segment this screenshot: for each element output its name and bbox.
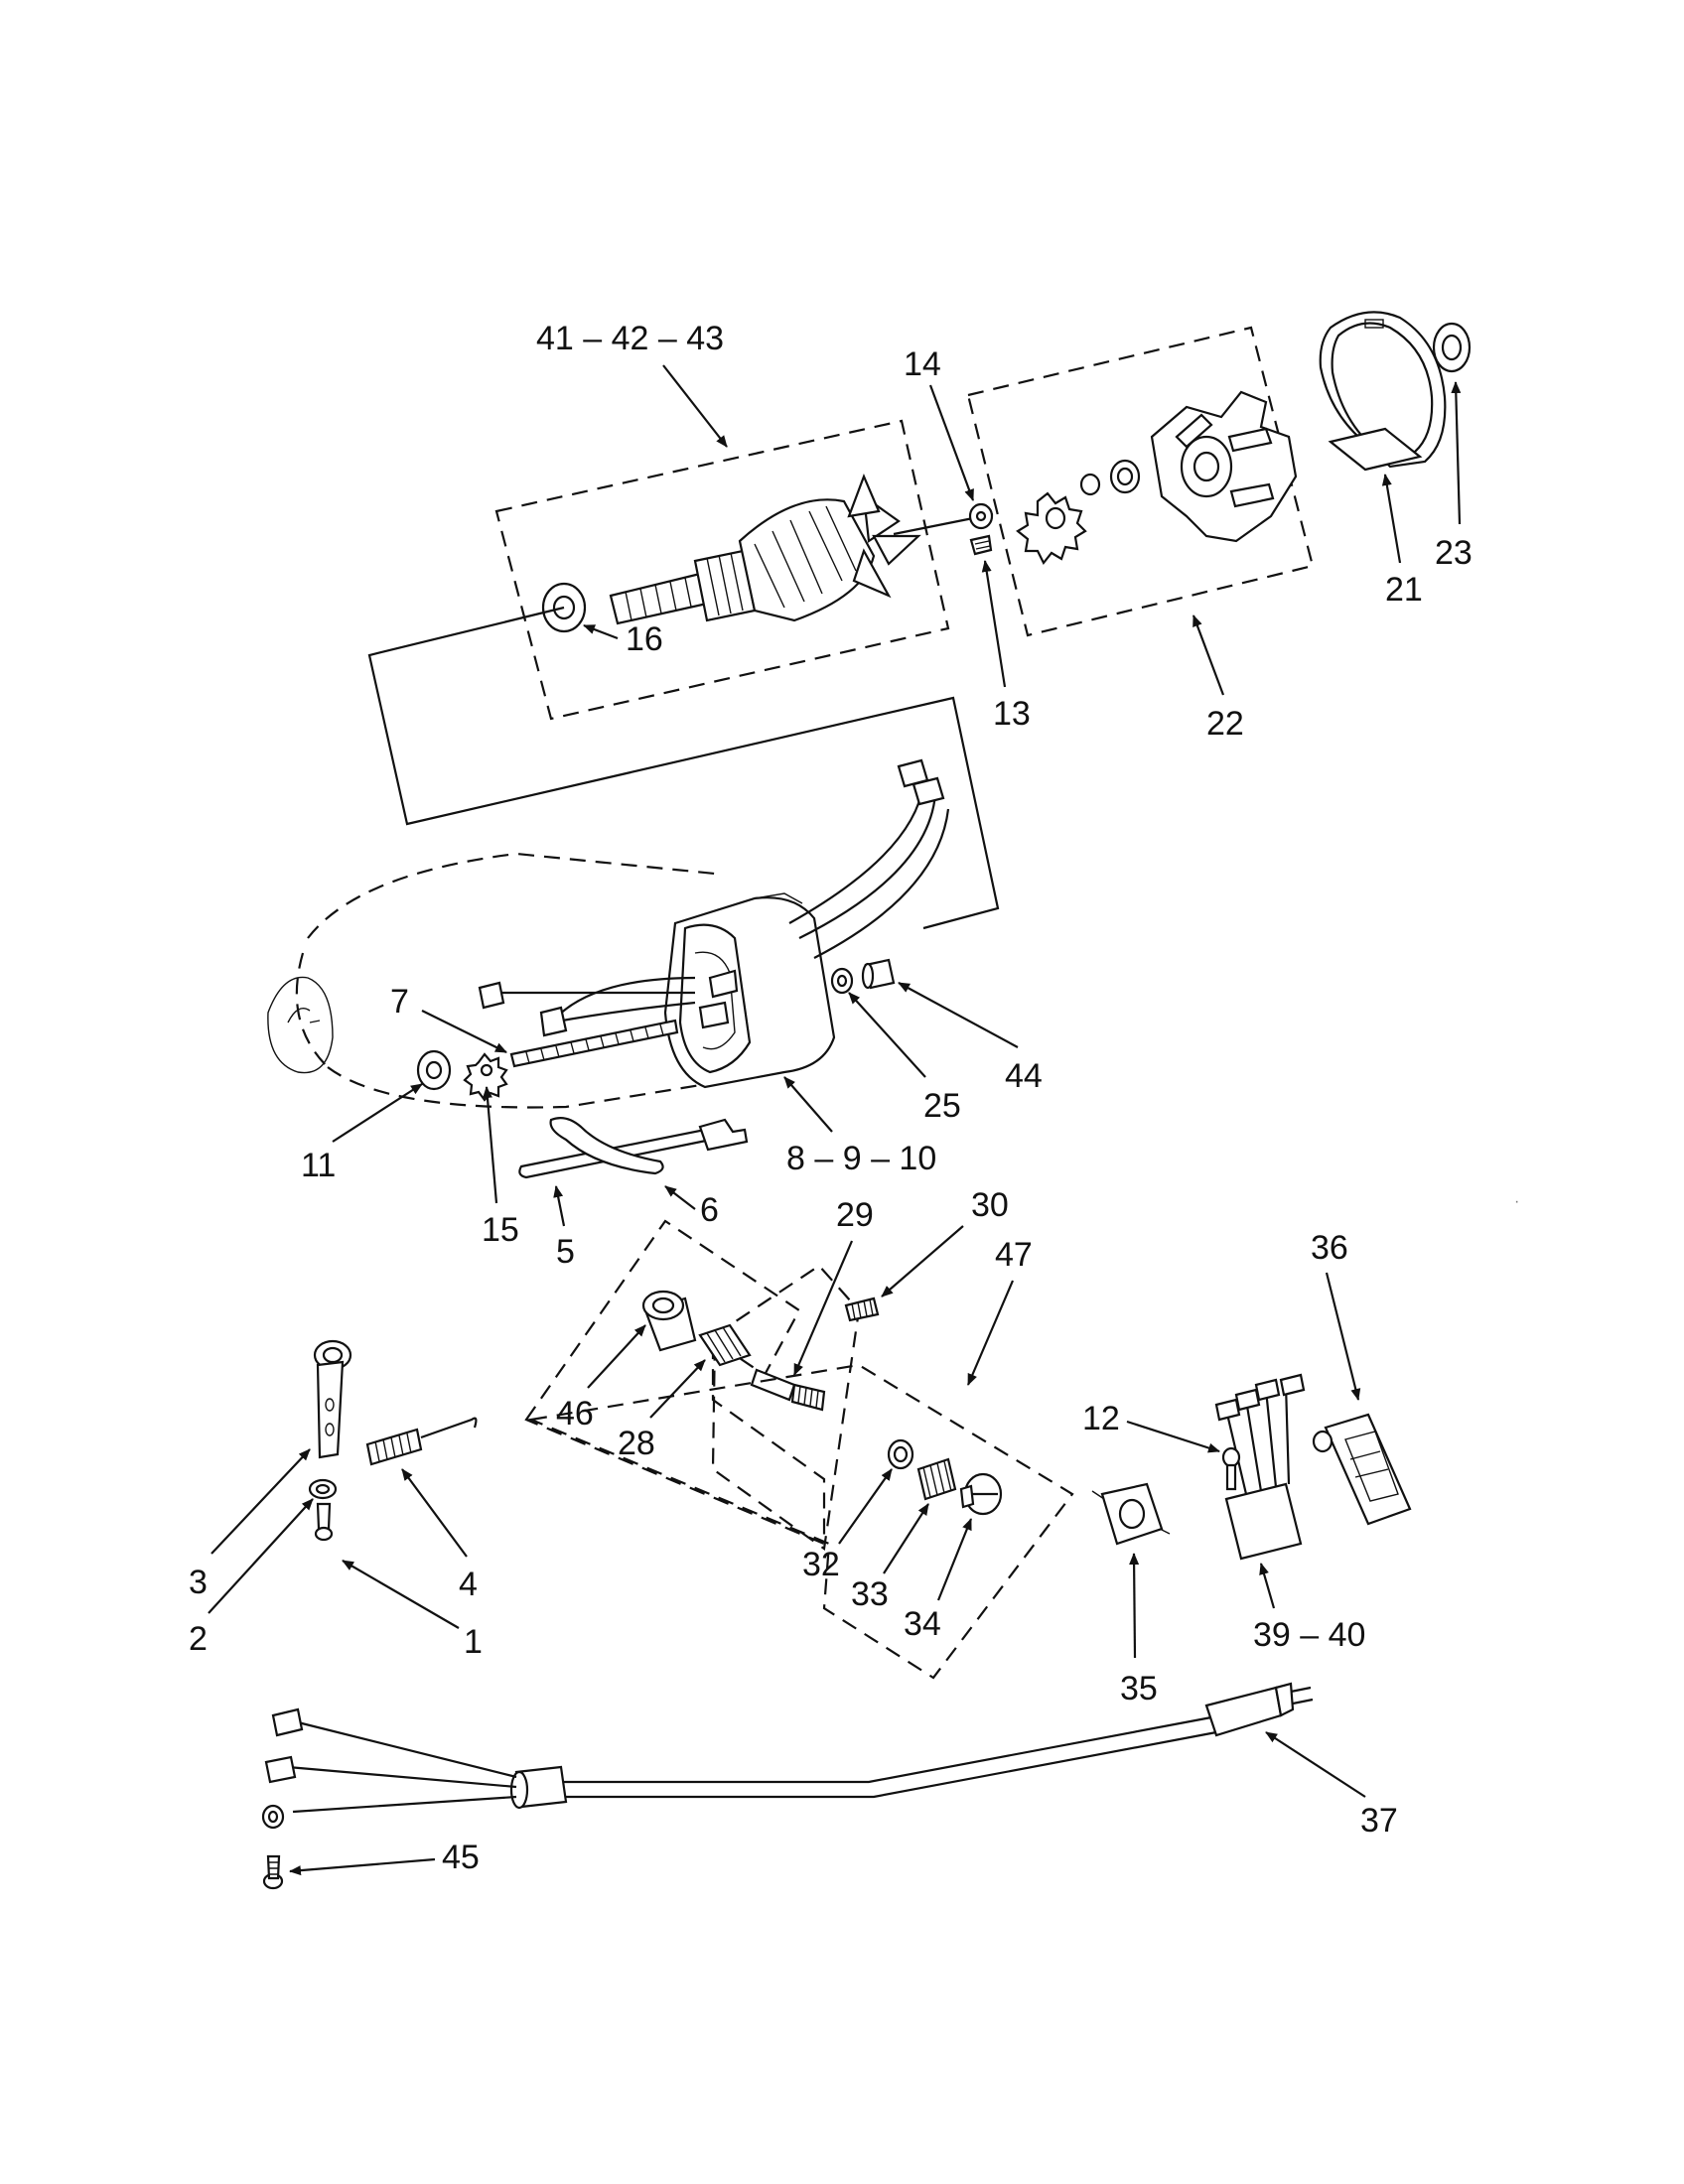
label-8-9-10: 8 – 9 – 10 xyxy=(786,1140,936,1177)
brush-29 xyxy=(750,1368,826,1412)
label-23: 23 xyxy=(1435,534,1473,572)
label-16: 16 xyxy=(626,620,663,658)
spring-4 xyxy=(365,1417,478,1466)
brush-holder-group xyxy=(524,1219,861,1551)
screw-1 xyxy=(314,1502,334,1542)
field-leads xyxy=(478,758,950,1037)
power-cord-37 xyxy=(261,1682,1314,1830)
control-board-39-40 xyxy=(1214,1373,1306,1561)
armature-body xyxy=(738,498,876,622)
label-22: 22 xyxy=(1206,705,1244,743)
label-45: 45 xyxy=(442,1839,480,1876)
armature-dashed-box xyxy=(494,419,950,721)
speed-lever-3 xyxy=(313,1339,352,1459)
label-44: 44 xyxy=(1005,1057,1043,1095)
brush-holder-46 xyxy=(641,1290,697,1352)
cap-screw-34 xyxy=(959,1472,1003,1516)
label-28: 28 xyxy=(618,1425,655,1462)
washer-2 xyxy=(308,1478,338,1500)
end-shield-hardware xyxy=(1016,459,1141,566)
switch-36 xyxy=(1312,1413,1412,1526)
screw-13 xyxy=(969,534,993,556)
label-13: 13 xyxy=(993,695,1031,733)
label-1: 1 xyxy=(464,1623,483,1661)
label-14: 14 xyxy=(904,345,941,383)
washer-23 xyxy=(1432,322,1472,373)
retaining-ring-21 xyxy=(1319,311,1447,472)
washer-11 xyxy=(416,1049,452,1091)
label-41-42-43: 41 – 42 – 43 xyxy=(536,320,724,357)
label-4: 4 xyxy=(459,1566,478,1603)
motor-housing-outline xyxy=(267,852,762,1109)
brush-holder-dashed-box xyxy=(524,1219,826,1546)
label-36: 36 xyxy=(1311,1229,1348,1267)
label-34: 34 xyxy=(904,1605,941,1643)
end-shield-plate xyxy=(1150,390,1298,543)
label-29: 29 xyxy=(836,1196,874,1234)
end-shield-dashed-box xyxy=(966,326,1315,637)
lockwasher-15 xyxy=(463,1052,508,1102)
nut-25 xyxy=(830,967,854,995)
label-39-40: 39 – 40 xyxy=(1253,1616,1365,1654)
brush-spring-dashed-box xyxy=(711,1264,861,1551)
terminal-block-35 xyxy=(1091,1482,1171,1546)
label-6: 6 xyxy=(700,1191,719,1229)
label-3: 3 xyxy=(189,1564,208,1601)
label-35: 35 xyxy=(1120,1670,1158,1707)
armature-group xyxy=(494,419,994,721)
brush-cap-dashed-box xyxy=(527,1363,1074,1680)
scan-mark: · xyxy=(1514,1193,1519,1210)
through-bolt-7 xyxy=(509,1019,679,1068)
washer-14 xyxy=(968,502,994,530)
end-shield-group xyxy=(966,326,1315,637)
sleeve-44 xyxy=(861,958,896,990)
spring-30 xyxy=(844,1297,880,1322)
label-11: 11 xyxy=(301,1147,336,1184)
screw-12 xyxy=(1221,1446,1241,1491)
label-12: 12 xyxy=(1082,1400,1120,1437)
label-33: 33 xyxy=(851,1575,889,1613)
label-7: 7 xyxy=(390,983,409,1021)
assembly-bracket xyxy=(367,606,1000,930)
brush-cap-32 xyxy=(887,1438,914,1470)
housing-end-cap xyxy=(267,976,334,1074)
armature-shaft xyxy=(609,549,757,625)
spring-33 xyxy=(916,1457,957,1501)
label-32: 32 xyxy=(802,1546,840,1583)
field-assembly xyxy=(663,892,836,1089)
armature-fan xyxy=(847,474,994,599)
screw-45 xyxy=(262,1854,284,1890)
brush-28 xyxy=(698,1323,752,1367)
label-15: 15 xyxy=(482,1211,519,1249)
label-5: 5 xyxy=(556,1233,575,1271)
label-30: 30 xyxy=(971,1186,1009,1224)
label-2: 2 xyxy=(189,1620,208,1658)
strap-6 xyxy=(549,1117,664,1175)
label-47: 47 xyxy=(995,1236,1033,1274)
label-21: 21 xyxy=(1385,571,1423,609)
label-37: 37 xyxy=(1360,1802,1398,1840)
label-25: 25 xyxy=(923,1087,961,1125)
